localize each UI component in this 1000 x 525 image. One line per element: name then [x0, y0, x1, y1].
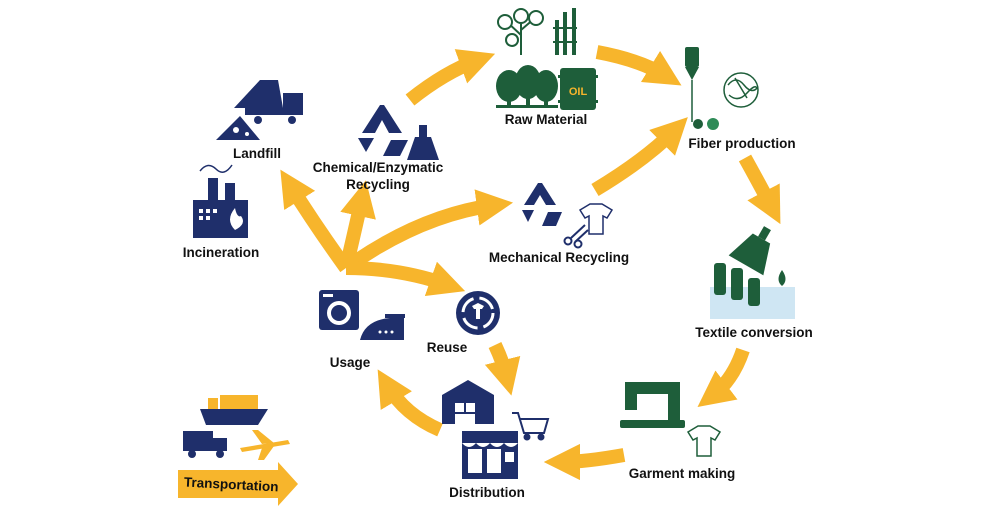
spindle-icon [685, 47, 719, 130]
arrow-textile-to-garment [697, 347, 750, 408]
arrow-mechanical-to-fiber [591, 117, 688, 197]
cotton-plant-icon [497, 8, 544, 55]
label-chemical-recycling-line2: Recycling [346, 177, 410, 192]
arrow-hub-to-reuse [345, 261, 466, 297]
yarn-spools-icon [714, 263, 760, 306]
label-chemical-recycling-line1: Chemical/Enzymatic [313, 160, 444, 175]
chemical-recycle-icon [358, 105, 408, 156]
chemical-flask-icon [407, 125, 439, 160]
transportation-arrow [178, 462, 298, 506]
bamboo-icon [553, 8, 577, 55]
label-landfill: Landfill [233, 146, 281, 161]
arrow-raw-to-fiber [595, 45, 682, 86]
arrow-fiber-to-textile [738, 154, 781, 225]
arrow-hub-to-landfill [280, 169, 352, 273]
iron-icon [360, 314, 405, 340]
label-garment-making: Garment making [629, 466, 736, 481]
label-raw-material: Raw Material [505, 112, 588, 127]
flame-icon [230, 208, 243, 230]
storefront-icon [462, 431, 518, 479]
label-fiber-production: Fiber production [688, 136, 795, 151]
label-distribution: Distribution [449, 485, 525, 500]
label-transportation: Transportation [184, 475, 279, 495]
label-usage: Usage [330, 355, 371, 370]
scissors-icon [563, 224, 589, 249]
landfill-pile-icon [216, 116, 260, 140]
oil-barrel-icon: OIL [558, 68, 598, 110]
arrow-distribution-to-usage [377, 369, 443, 437]
oil-barrel-label: OIL [569, 86, 588, 98]
ship-icon [200, 395, 268, 425]
recycle-icon [522, 183, 562, 226]
shopping-cart-icon [512, 412, 550, 441]
reuse-cycle-icon [456, 291, 500, 335]
arrow-garment-to-distribution [543, 443, 626, 481]
sewing-machine-icon [620, 382, 685, 428]
dye-drop-icon [778, 270, 786, 286]
label-reuse: Reuse [427, 340, 468, 355]
arrow-reuse-to-distribution [484, 342, 521, 396]
label-textile-conversion: Textile conversion [695, 325, 813, 340]
tshirt-icon [686, 425, 722, 457]
textile-conversion-icons [710, 226, 795, 319]
mechanical-tshirt-icon [578, 203, 614, 235]
arrow-hub-to-mechanical [341, 189, 514, 274]
fiber-ball-icon [723, 72, 759, 108]
flow-arrows [280, 45, 781, 481]
dump-truck-icon [234, 80, 303, 124]
flask-icon [728, 226, 771, 276]
label-incineration: Incineration [183, 245, 260, 260]
factory-icon [193, 164, 248, 238]
trees-icon [496, 65, 558, 108]
washing-machine-icon [319, 290, 359, 330]
warehouse-icon [442, 380, 494, 424]
label-mechanical-recycling: Mechanical Recycling [489, 250, 629, 265]
airplane-icon [240, 430, 290, 460]
arrow-chemical-to-raw [405, 49, 496, 106]
truck-icon [183, 431, 227, 458]
